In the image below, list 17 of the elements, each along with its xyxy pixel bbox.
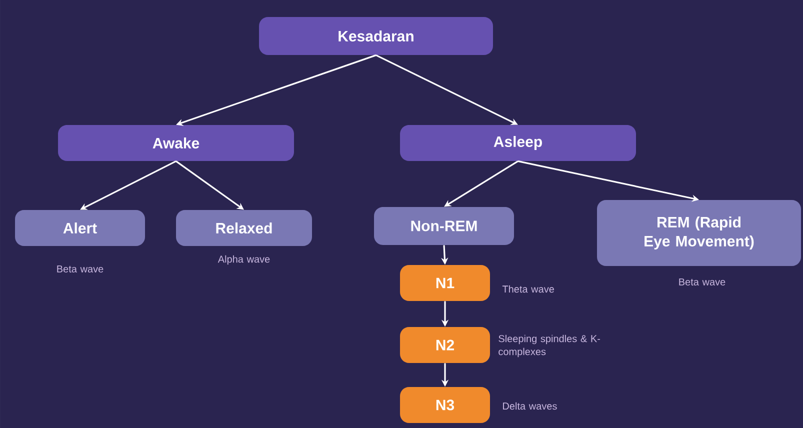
category-box: Asleep <box>400 125 636 161</box>
caption-text: Delta waves <box>503 402 557 410</box>
caption-text: Beta wave <box>57 266 104 272</box>
arrow <box>176 160 244 210</box>
stage-box: N1 <box>400 265 490 301</box>
category-box: Kesadaran <box>259 17 493 55</box>
caption-text: Alpha wave <box>218 255 270 265</box>
category-box: Alert <box>15 210 145 246</box>
caption-text: Sleeping spindles & K-complexes <box>498 334 600 358</box>
category-box: REM (Rapid Eye Movement) <box>597 200 801 266</box>
category-box: Awake <box>58 125 294 161</box>
category-box: Relaxed <box>176 210 312 246</box>
stage-box: N2 <box>400 327 490 363</box>
category-box: Non-REM <box>374 207 514 245</box>
caption-text: Theta wave <box>502 285 554 293</box>
caption-text: Beta wave <box>679 278 726 286</box>
stage-box: N3 <box>400 386 490 423</box>
